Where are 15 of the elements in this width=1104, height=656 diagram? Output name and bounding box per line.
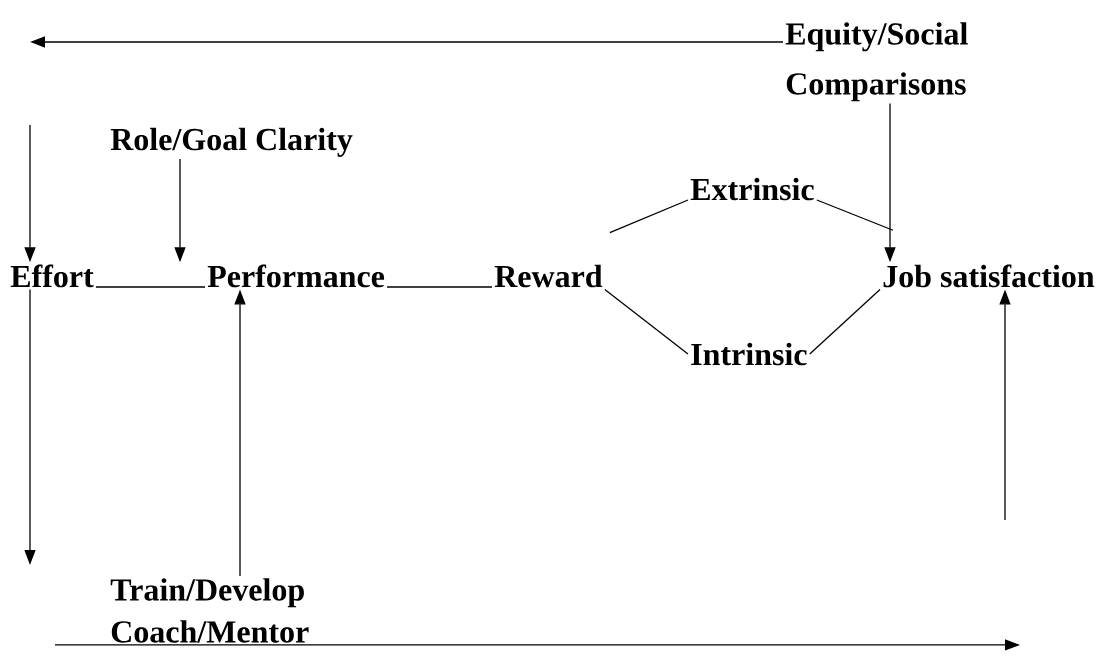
connector-line (95, 286, 206, 288)
node-label: Equity/Social Comparisons (785, 22, 968, 102)
node-label: Extrinsic (690, 177, 814, 201)
node-label: Intrinsic (691, 342, 807, 366)
node-label: Reward (494, 264, 603, 288)
node-label: Performance (207, 264, 385, 288)
connector-line (816, 199, 894, 231)
node-label: Effort (10, 264, 94, 288)
node-label: Role/Goal Clarity (110, 127, 353, 157)
connector-line (604, 288, 689, 355)
connector-line (809, 288, 881, 355)
connector-line (386, 286, 493, 288)
connector-line (609, 199, 689, 234)
node-label: Train/Develop Coach/Mentor (110, 578, 309, 643)
node-label: Job satisfaction (883, 264, 1095, 288)
